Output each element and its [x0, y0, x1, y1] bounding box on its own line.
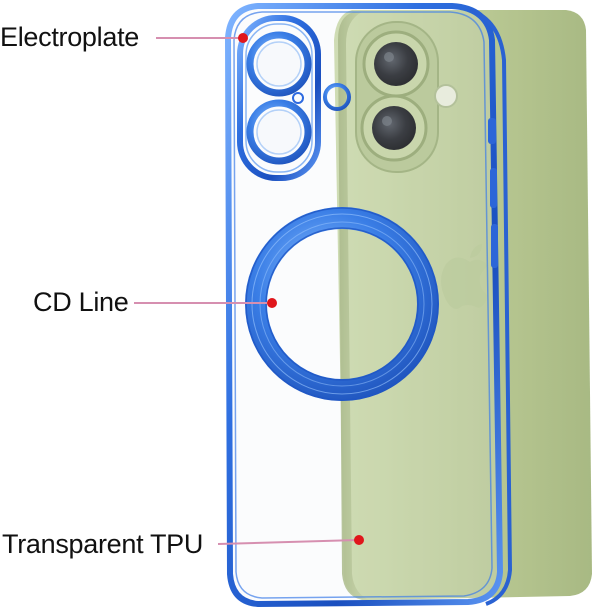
red-dot-marker [354, 535, 364, 545]
camera-frame [237, 15, 351, 181]
flash [434, 84, 458, 108]
callout-label-electroplate: Electroplate [0, 22, 139, 52]
flash-ring [323, 83, 351, 111]
callout-label-transparent-tpu: Transparent TPU [2, 529, 204, 559]
camera-ring-icon [246, 99, 312, 165]
red-dot-marker [267, 298, 277, 308]
side-button-2 [490, 168, 497, 208]
camera-ring-icon [246, 31, 312, 97]
red-dot-marker [238, 33, 248, 43]
small-ring [292, 92, 304, 104]
phone-body [334, 10, 592, 600]
callout-label-cd-line: CD Line [33, 287, 129, 317]
callout-markers [238, 33, 364, 545]
logo-silhouette [441, 244, 488, 309]
case-rim [224, 2, 504, 607]
callout-lines [134, 37, 359, 545]
side-button-3 [491, 224, 498, 268]
side-button-1 [488, 118, 496, 144]
